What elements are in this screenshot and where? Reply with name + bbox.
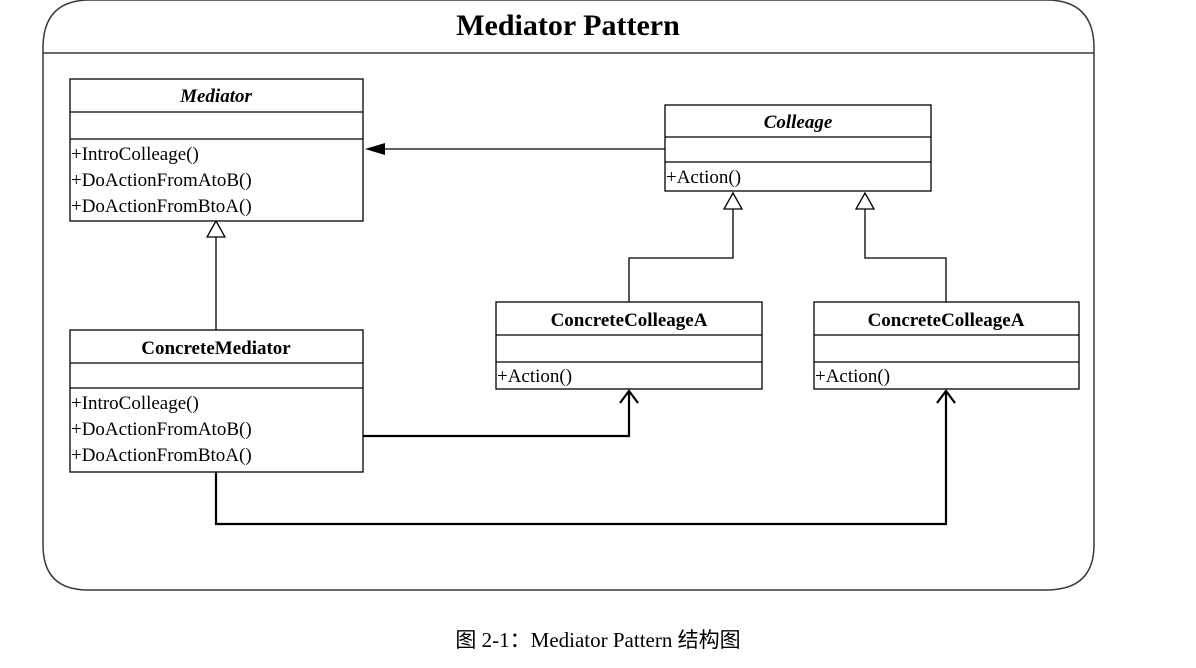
method-label: +DoActionFromAtoB() <box>71 170 252 191</box>
caption-name: Mediator Pattern <box>530 628 673 652</box>
class-mediator: Mediator +IntroColleage() +DoActionFromA… <box>69 78 364 222</box>
inheritance-arrow <box>205 219 227 330</box>
inheritance-arrow <box>854 191 947 302</box>
class-concrete-colleage-right: ConcreteColleageA +Action() <box>813 301 1080 390</box>
class-name: ConcreteColleageA <box>551 310 708 331</box>
class-concrete-mediator: ConcreteMediator +IntroColleage() +DoAct… <box>69 329 364 473</box>
class-name: ConcreteMediator <box>141 338 291 359</box>
class-name: ConcreteColleageA <box>868 310 1025 331</box>
method-label: +Action() <box>497 366 572 387</box>
diagram-title: Mediator Pattern <box>456 9 680 42</box>
method-label: +IntroColleage() <box>71 393 199 414</box>
association-arrow <box>214 389 956 526</box>
method-label: +DoActionFromAtoB() <box>71 419 252 440</box>
method-label: +IntroColleage() <box>71 144 199 165</box>
class-colleage: Colleage +Action() <box>664 104 932 192</box>
figure-caption: 图 2-1：Mediator Pattern 结构图 <box>0 624 1196 654</box>
inheritance-arrow <box>628 191 744 302</box>
method-label: +DoActionFromBtoA() <box>71 196 252 217</box>
method-label: +DoActionFromBtoA() <box>71 445 252 466</box>
class-name: Colleage <box>764 112 833 133</box>
method-label: +Action() <box>815 366 890 387</box>
association-arrow <box>363 389 639 438</box>
caption-suffix: 结构图 <box>672 628 741 652</box>
method-label: +Action() <box>666 167 741 188</box>
class-concrete-colleage-left: ConcreteColleageA +Action() <box>495 301 763 390</box>
association-arrow <box>365 143 665 155</box>
caption-prefix: 图 2-1： <box>455 628 531 652</box>
class-name: Mediator <box>179 86 252 107</box>
